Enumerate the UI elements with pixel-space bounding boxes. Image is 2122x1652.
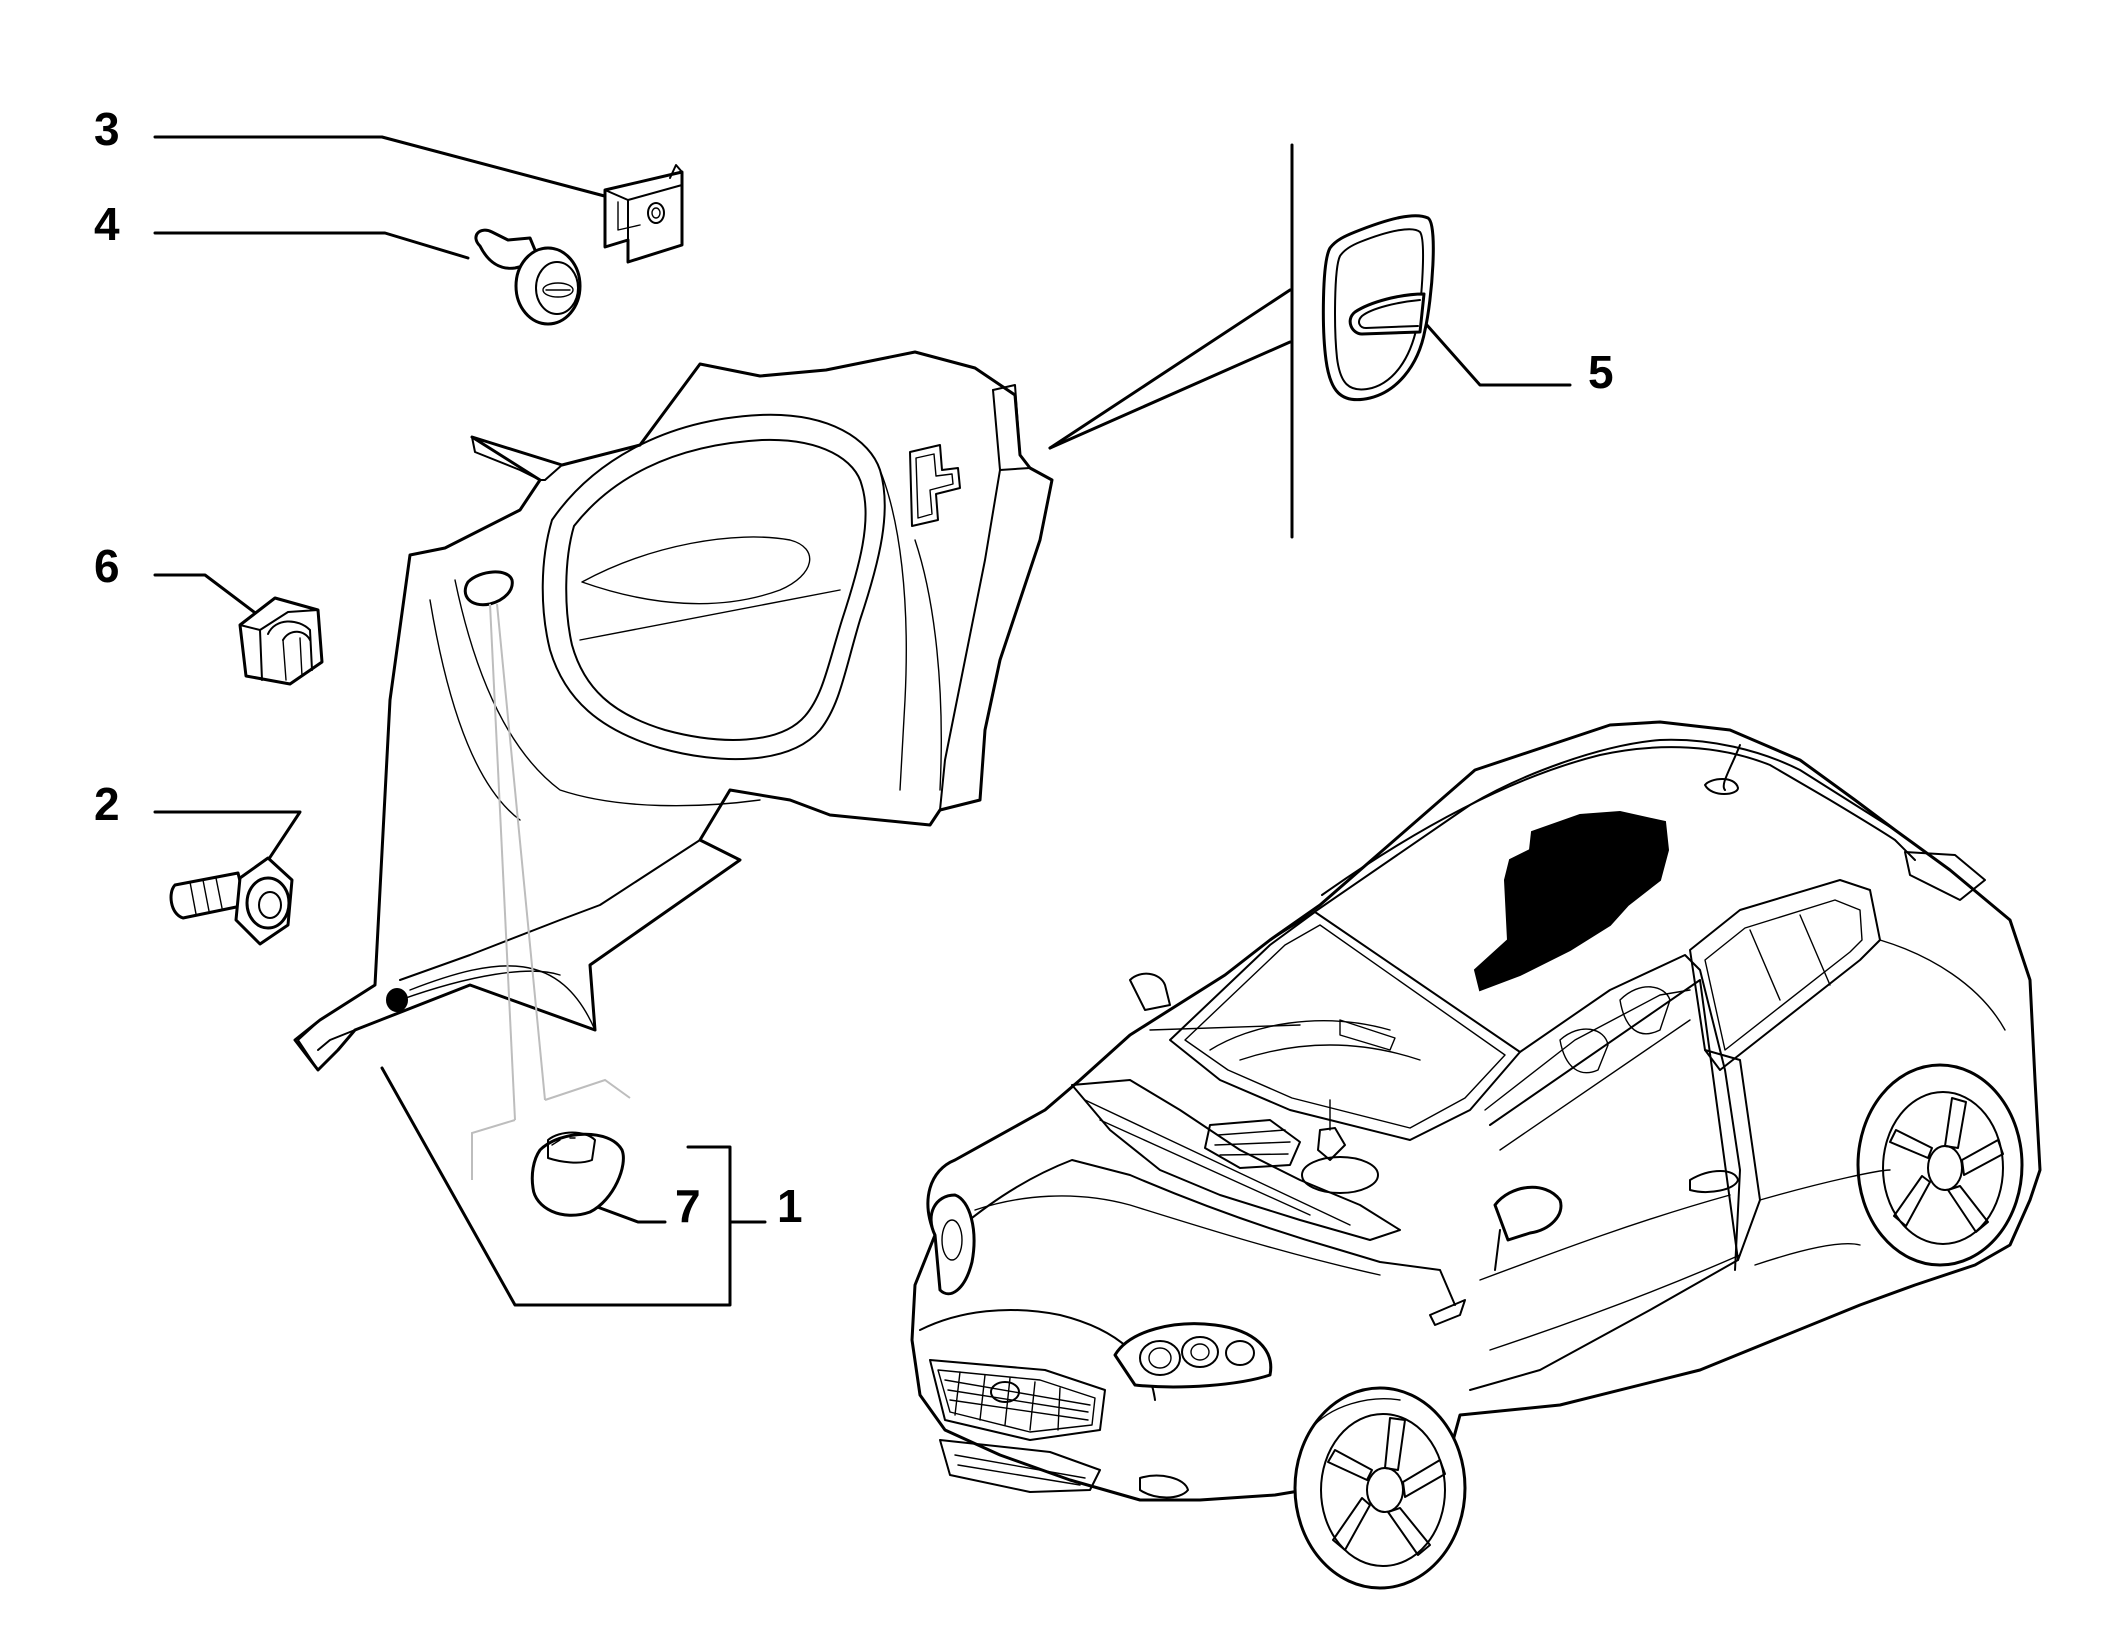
part-5-grommet xyxy=(1321,214,1435,402)
callout-4: 4 xyxy=(94,198,120,250)
leader-4 xyxy=(153,231,470,260)
callout-5: 5 xyxy=(1588,346,1614,398)
callout-7: 7 xyxy=(675,1180,701,1232)
part-2-bolt xyxy=(169,856,294,946)
detail-view-line-bottom xyxy=(1048,340,1292,450)
leader-lines xyxy=(153,135,1572,1307)
callout-2: 2 xyxy=(94,778,120,830)
part-7-plug xyxy=(530,1131,625,1217)
callout-labels: 3 4 6 2 5 7 1 xyxy=(94,103,1614,1232)
leader-3 xyxy=(153,135,614,200)
leader-5 xyxy=(1416,313,1572,387)
callout-1: 1 xyxy=(777,1180,803,1232)
callout-6: 6 xyxy=(94,540,120,592)
detail-view-line-top xyxy=(1048,288,1292,450)
car-locator-view xyxy=(910,720,2042,1590)
leader-6 xyxy=(153,573,260,617)
projection-lines xyxy=(471,603,631,1180)
leader-7 xyxy=(590,1203,667,1224)
part-3-clip-nut xyxy=(603,164,684,264)
part-1-trim-panel xyxy=(293,350,1054,1072)
leader-1-bracket xyxy=(380,1066,732,1307)
part-4-push-rivet xyxy=(474,228,582,326)
front-wheel xyxy=(1293,1386,1467,1590)
part-6-clip xyxy=(238,596,324,686)
callout-3: 3 xyxy=(94,103,120,155)
rear-wheel xyxy=(1856,1063,2024,1267)
